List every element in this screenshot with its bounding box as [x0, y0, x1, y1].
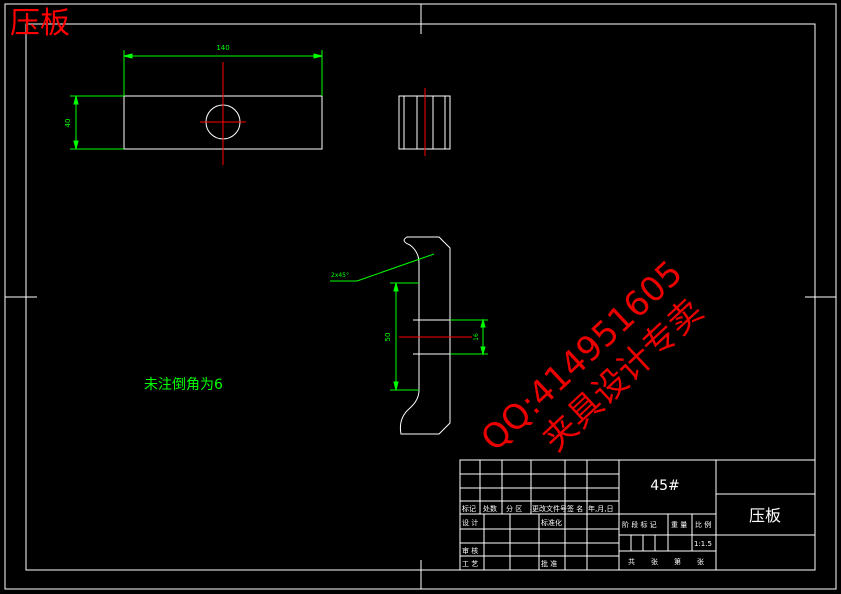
- front-view-outline: [399, 236, 451, 435]
- side-view: [398, 88, 451, 156]
- sheets-1: 张: [651, 557, 658, 566]
- design-label: 设 计: [462, 518, 478, 527]
- top-view: 140 40: [64, 44, 323, 165]
- sheets-3: 张: [697, 557, 704, 566]
- rev-header-2: 分 区: [506, 504, 522, 513]
- process-label: 工 艺: [462, 560, 478, 568]
- scale-value: 1:1.5: [694, 540, 712, 548]
- outer-frame: [4, 3, 837, 590]
- hole-dimension: [450, 318, 488, 356]
- rev-header-3: 更改文件号: [532, 504, 567, 513]
- chamfer-value: 2x45°: [331, 272, 349, 279]
- rev-header-4: 签 名: [567, 504, 583, 513]
- title-block-labels: 标记 处数 分 区 更改文件号 签 名 年,月,日 设 计 标准化 审 核 工 …: [462, 504, 712, 568]
- stage-header-2: 比 例: [695, 520, 711, 529]
- material-value: 45#: [650, 478, 680, 494]
- title-block: [459, 459, 816, 571]
- watermark: QQ:414951605 夹具设计专卖: [473, 253, 711, 459]
- sheets-2: 第: [674, 557, 681, 566]
- centering-marks: [5, 4, 836, 589]
- chamfer-note: 未注倒角为6: [144, 377, 223, 393]
- rev-header-5: 年,月,日: [588, 504, 613, 513]
- front-view: 2x45° 50 16: [330, 236, 488, 435]
- approve-label: 批 准: [541, 559, 557, 568]
- stage-header-0: 阶 段 标 记: [622, 520, 657, 529]
- body-height-dimension: [390, 282, 419, 391]
- review-label: 审 核: [462, 546, 478, 555]
- top-height-value: 40: [64, 119, 72, 128]
- hole-value: 16: [473, 333, 480, 341]
- sheets-0: 共: [628, 557, 635, 566]
- rev-header-0: 标记: [462, 504, 476, 513]
- inner-border: [25, 23, 816, 571]
- rev-header-1: 处数: [483, 504, 497, 513]
- top-height-dimension: [70, 95, 124, 150]
- chamfer-leader: [330, 253, 435, 282]
- corner-title: 压板: [10, 6, 70, 41]
- top-length-dimension: [123, 50, 323, 96]
- body-height-value: 50: [384, 333, 392, 342]
- part-name: 压板: [749, 506, 781, 525]
- stage-header-1: 重 量: [671, 521, 687, 529]
- top-length-value: 140: [216, 44, 229, 52]
- standardize-label: 标准化: [541, 518, 562, 527]
